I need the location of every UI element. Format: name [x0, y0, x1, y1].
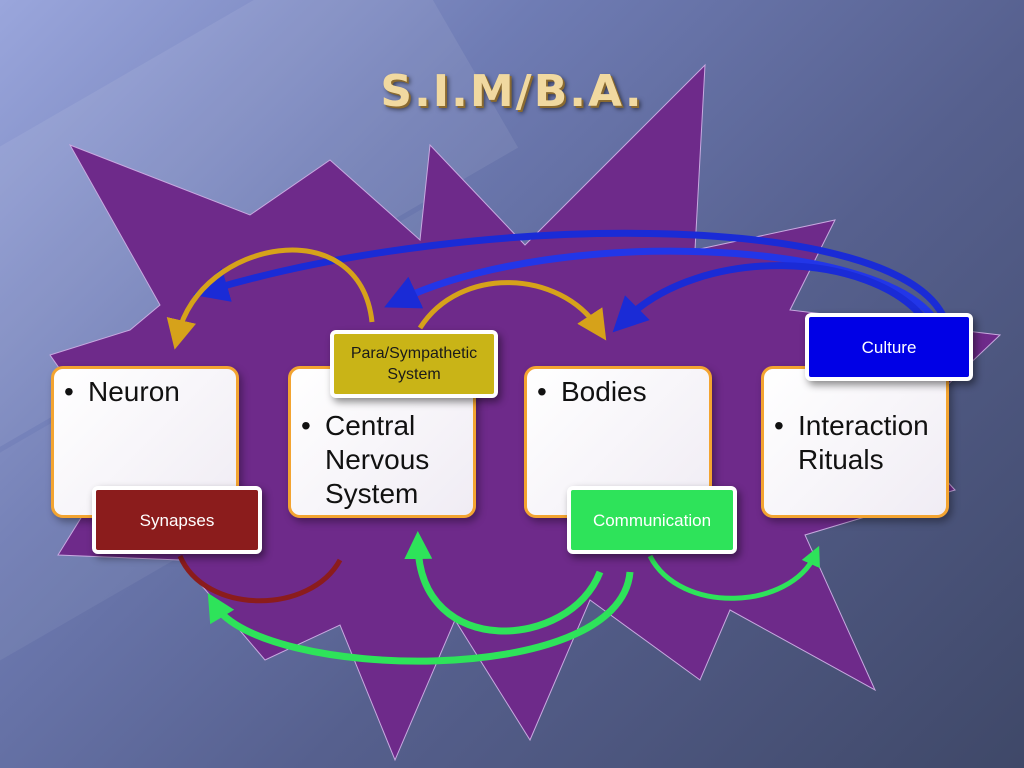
gold-arrow-para-to-neuron — [166, 247, 375, 350]
slide-title: S.I.M/B.A. — [380, 66, 644, 117]
tag-para-sympathetic-system: Para/Sympathetic System — [330, 330, 498, 398]
bullet-dot: • — [537, 376, 547, 407]
card-interaction-label: Interaction Rituals — [798, 410, 929, 475]
tag-communication: Communication — [567, 486, 737, 554]
card-bodies-bullet: • Bodies — [537, 375, 703, 409]
card-interaction-bullet: • Interaction Rituals — [774, 409, 944, 477]
gold-arrow-para-to-bodies — [417, 280, 607, 341]
card-cns-bullet: • Central Nervous System — [301, 409, 451, 511]
card-cns-label: Central Nervous System — [325, 410, 430, 509]
blue-arrow-culture-to-cns — [384, 247, 938, 323]
card-neuron-bullet: • Neuron — [64, 375, 230, 409]
blue-arrow-culture-to-bodies — [612, 262, 928, 333]
card-neuron-label: Neuron — [88, 376, 180, 407]
red-arrow-synapses — [177, 554, 343, 604]
green-arrow-communication-to-interaction — [647, 545, 820, 601]
bullet-dot: • — [64, 376, 74, 407]
tag-synapses: Synapses — [92, 486, 262, 554]
tag-culture: Culture — [805, 313, 973, 381]
green-arrow-communication-to-cns — [404, 531, 604, 635]
bullet-dot: • — [301, 410, 311, 441]
bullet-dot: • — [774, 410, 784, 441]
card-bodies-label: Bodies — [561, 376, 647, 407]
card-interaction-rituals: • Interaction Rituals — [761, 366, 949, 518]
green-arrow-communication-to-neuron — [207, 571, 634, 665]
